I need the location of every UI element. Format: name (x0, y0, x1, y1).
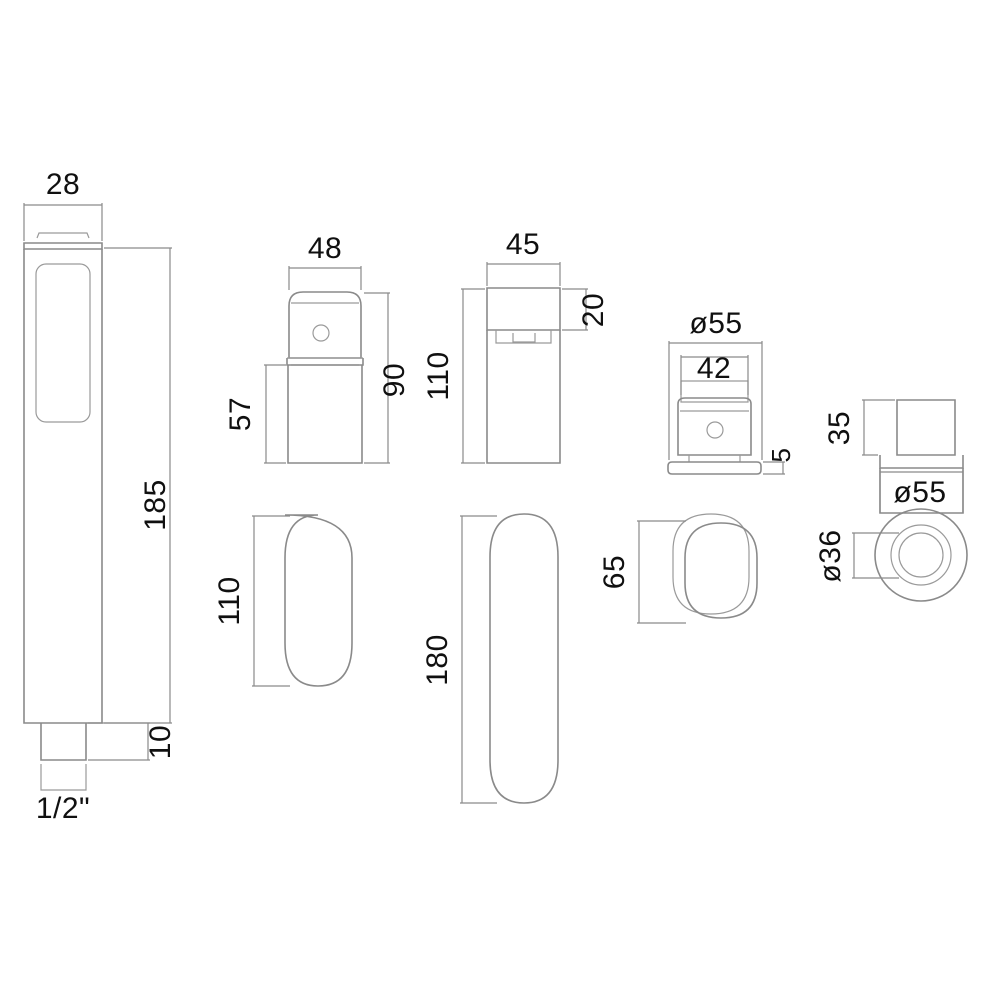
dimension-plate-large-length (460, 515, 497, 804)
dim-label-outlet-body-top-block: 20 (577, 293, 610, 327)
dim-label-round-handle-body: 42 (697, 352, 731, 385)
dim-label-handset-outlet: 10 (144, 725, 177, 759)
dimension-elbow-flange-dia (879, 470, 964, 513)
dimension-outlet-body-width (486, 262, 561, 286)
dim-label-plate-large-length: 180 (421, 634, 454, 686)
dimension-valve-handle-projection (264, 364, 286, 464)
dim-label-elbow-flange-dia: ø55 (893, 476, 946, 509)
dimension-elbow-bore-dia (852, 532, 899, 579)
dimension-round-handle-plate-dia (668, 341, 763, 460)
dimension-handset-outlet (88, 722, 150, 761)
dim-label-plate-small-length: 110 (213, 576, 246, 625)
dimension-valve-handle-height (364, 292, 390, 464)
dimension-round-handle-body (680, 355, 749, 395)
dim-label-valve-handle-width: 48 (308, 232, 342, 265)
dim-label-outlet-body-height: 110 (422, 351, 455, 400)
dimension-valve-handle-width (288, 266, 362, 290)
view-elbow (874, 399, 968, 602)
dim-label-valve-handle-projection: 57 (224, 397, 257, 431)
view-valve-handle (286, 291, 364, 464)
dim-label-handset-width: 28 (46, 168, 80, 201)
dim-label-handle-plan-width: 65 (598, 555, 631, 589)
dimension-outlet-body-height (461, 288, 485, 464)
dim-label-outlet-body-width: 45 (506, 228, 540, 261)
view-handle-plan (672, 513, 758, 619)
dim-label-handset-thread: 1/2" (36, 792, 90, 825)
dim-label-handset-length: 185 (139, 479, 172, 531)
dim-label-elbow-bore-dia: ø36 (814, 529, 847, 582)
dim-label-round-handle-plate-thickness: 5 (766, 448, 796, 463)
dimension-handle-plan-width (637, 520, 686, 624)
view-outlet-body (486, 287, 561, 464)
dim-label-valve-handle-height: 90 (378, 363, 411, 397)
view-plate-large (489, 513, 559, 804)
dim-label-round-handle-plate-dia: ø55 (689, 307, 742, 340)
view-handset (23, 232, 103, 791)
dimension-round-handle-plate-thickness (763, 461, 785, 475)
dimension-elbow-projection (862, 399, 895, 456)
dimension-handset-width (23, 203, 103, 241)
dim-label-elbow-projection: 35 (823, 411, 856, 445)
view-plate-small (284, 514, 353, 687)
dimension-outlet-body-top-block (562, 288, 588, 331)
dimension-plate-small-length (252, 515, 290, 687)
view-round-handle (667, 380, 762, 475)
